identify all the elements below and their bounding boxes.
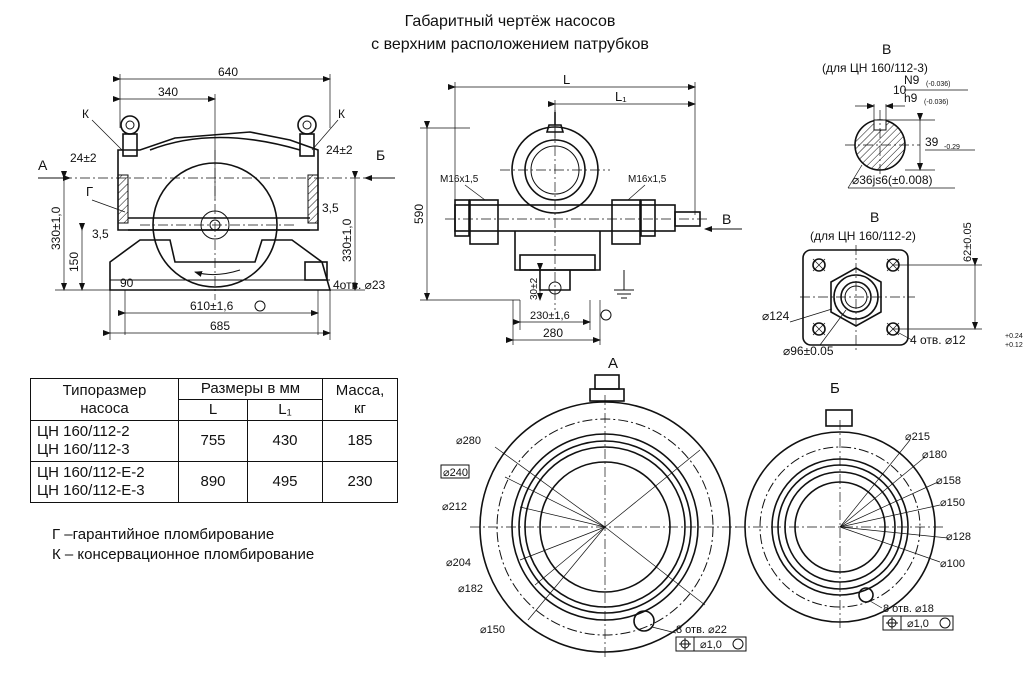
m16-right: M16x1,5 [628,174,667,185]
flange-b-holes: 8 отв. ⌀18 [883,603,934,615]
th-size: Типоразмер насоса [30,378,179,421]
flange-a-d204: ⌀204 [446,557,471,569]
dim-150: 150 [67,252,81,272]
dim-640: 640 [218,65,238,79]
dim-24-left: 24±2 [70,151,97,165]
detail-v3-n9-tol: (-0.036) [926,81,951,88]
drawing-title-line2: с верхним расположением патрубков [371,36,649,53]
label-k-right: К [338,107,345,121]
side-view: 640 340 К К [38,65,395,340]
detail-v3-dim-39-tol: -0.29 [944,144,960,151]
dim-610: 610±1,6 [190,299,234,313]
detail-v2-caption: (для ЦН 160/112-2) [810,229,916,243]
flange-b-d128: ⌀128 [946,531,971,543]
flange-b-d158: ⌀158 [936,475,961,487]
holes-23: 4отв. ⌀23 [333,278,386,292]
dim-L: L [563,72,570,87]
flange-b-d180: ⌀180 [922,449,947,461]
detail-v-112-3: В (для ЦН 160/112-3) 10 N9 (-0.036) h9 (… [822,41,975,189]
dim-685: 685 [210,319,230,333]
detail-v2-holes: 4 отв. ⌀12 [910,333,966,347]
flange-a-holes: 8 отв. ⌀22 [676,624,727,636]
dim-3-5-right: 3,5 [322,201,339,215]
note-g: Г –гарантийное пломбирование [52,526,275,543]
dim-230: 230±1,6 [530,310,570,322]
dim-30: 30±2 [529,277,540,300]
detail-v3-n9: N9 [904,73,920,87]
flange-a: А ⌀280 ⌀240 ⌀212 ⌀204 [440,355,747,660]
detail-v2-holes-tol-dn: +0.12 [1005,342,1023,349]
drawing-title-line1: Габаритный чертёж насосов [404,13,616,30]
flange-b: Б ⌀215 ⌀180 ⌀158 ⌀150 ⌀128 ⌀100 [735,380,971,631]
dim-330-left: 330±1,0 [49,206,63,250]
detail-v-112-2: В (для ЦН 160/112-2) 62±0.05 ⌀124 [762,209,1023,358]
flange-a-d240: ⌀240 [443,467,468,479]
detail-v2-d96: ⌀96±0.05 [783,344,834,358]
dim-24-right: 24±2 [326,143,353,157]
detail-v3-caption: (для ЦН 160/112-3) [822,61,928,75]
detail-v3-dim-39: 39 [925,135,939,149]
label-g: Г [86,184,93,199]
dim-330-right: 330±1,0 [340,218,354,262]
flange-a-letter: А [608,355,618,372]
dim-590: 590 [412,204,426,224]
dim-L1: L₁ [615,89,627,104]
arrow-b-label: Б [376,147,385,163]
detail-v3-dim-10: 10 [893,83,907,97]
table-row: ЦН 160/112-Е-2 ЦН 160/112-Е-3 890 495 23… [30,461,398,503]
th-L: L [178,399,248,421]
flange-a-d212: ⌀212 [442,501,467,513]
specs-table: Типоразмер насоса Размеры в мм Масса, кг… [30,378,398,503]
flange-b-d215: ⌀215 [905,431,930,443]
arrow-v-label: В [722,211,731,227]
arrow-a-label: А [38,157,48,173]
detail-v3-h9-tol: (-0.036) [924,99,949,106]
flange-b-letter: Б [830,380,840,397]
dim-3-5-left: 3,5 [92,227,109,241]
m16-left: M16x1,5 [440,174,479,185]
th-mass: Масса, кг [322,378,398,421]
flange-a-d280: ⌀280 [456,435,481,447]
flange-a-d150: ⌀150 [480,624,505,636]
label-k-left: К [82,107,89,121]
detail-v2-dim-62: 62±0.05 [962,222,974,262]
th-L1: L₁ [247,399,323,421]
front-view: L L₁ M16x1,5 M16x1,5 [412,72,742,345]
detail-v2-letter: В [870,209,879,225]
detail-v2-holes-tol-up: +0.24 [1005,333,1023,340]
detail-v3-shaft: ⌀36js6(±0.008) [852,173,933,187]
dim-340: 340 [158,85,178,99]
flange-b-d150: ⌀150 [940,497,965,509]
detail-v3-letter: В [882,41,891,57]
flange-a-tolerance: ⌀1,0 [700,639,722,651]
table-row: ЦН 160/112-2 ЦН 160/112-3 755 430 185 [30,420,398,462]
th-dims: Размеры в мм [178,378,323,400]
flange-a-d182: ⌀182 [458,583,483,595]
flange-b-tolerance: ⌀1,0 [907,618,929,630]
detail-v3-h9: h9 [904,91,918,105]
detail-v2-d124: ⌀124 [762,309,790,323]
note-k: К – консервационное пломбирование [52,546,315,563]
flange-b-d100: ⌀100 [940,558,965,570]
dim-90: 90 [120,276,134,290]
dim-280: 280 [543,326,563,340]
